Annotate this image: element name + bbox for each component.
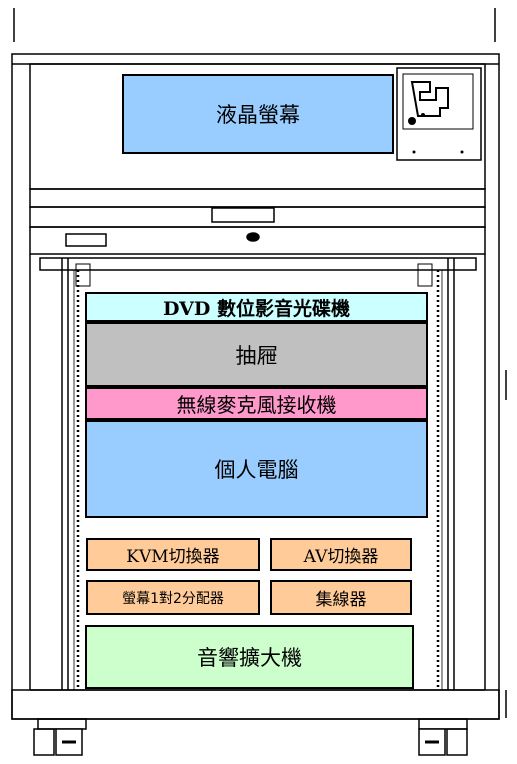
kvm-switch-box: KVM切換器 [86,538,260,571]
personal-computer-label: 個人電腦 [214,458,299,482]
caster-left-top [37,718,87,730]
caster-right-mount [446,728,468,756]
kvm-switch-label: KVM切換器 [126,547,220,567]
network-hub-label: 集線器 [315,590,367,610]
drawer-box: 抽屜 [85,322,428,387]
wireless-mic-receiver-label: 無線麥克風接收機 [176,393,337,417]
control-panel [396,67,482,161]
tray-knob [246,232,260,242]
dvd-player-label: DVD 數位影音光碟機 [163,297,350,320]
personal-computer-box: 個人電腦 [85,420,428,518]
shelf-upper [29,188,486,208]
wireless-mic-receiver-box: 無線麥克風接收機 [85,387,428,420]
audio-amplifier-label: 音響擴大機 [197,646,302,670]
network-hub-box: 集線器 [270,580,412,615]
dvd-player-box: DVD 數位影音光碟機 [85,292,428,322]
monitor-splitter-label: 螢幕1對2分配器 [122,590,224,607]
lcd-screen-label: 液晶螢幕 [216,103,300,127]
caster-left-mount [33,728,55,756]
control-panel-symbol [410,81,449,117]
lcd-screen-box: 液晶螢幕 [122,74,394,154]
tray-slot [65,233,107,247]
pull-handle [211,207,275,223]
shelf-middle [29,206,486,228]
caster-right-top [418,718,468,730]
av-switch-label: AV切換器 [303,547,379,567]
audio-amplifier-box: 音響擴大機 [85,625,414,689]
keyboard-tray [29,226,486,255]
rack-top-bar [39,257,477,271]
monitor-splitter-box: 螢幕1對2分配器 [86,580,260,615]
av-switch-box: AV切換器 [270,538,412,571]
drawer-label: 抽屜 [235,343,278,368]
control-panel-inner [402,73,474,130]
